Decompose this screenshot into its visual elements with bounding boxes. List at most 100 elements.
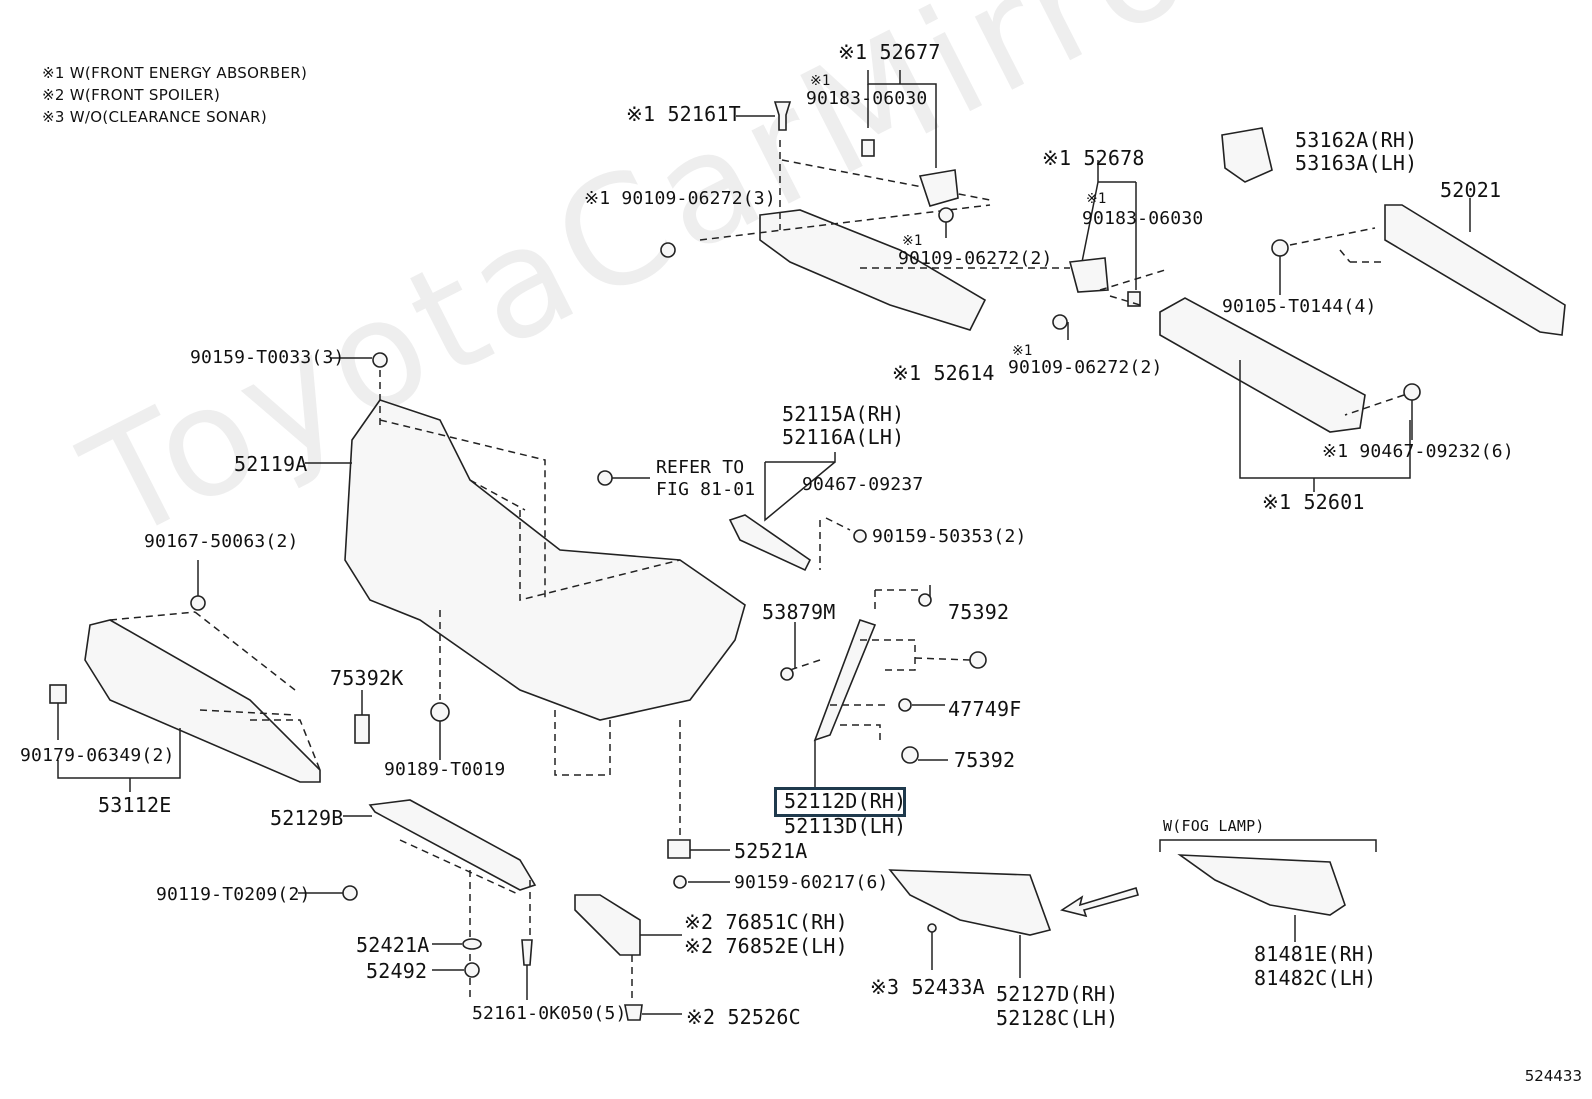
cap-52433A	[927, 923, 937, 933]
label-52521A[interactable]: 52521A	[734, 839, 808, 863]
bolt-90109-a	[660, 242, 676, 258]
reinforcement-52021	[1384, 204, 1566, 336]
label-52119A[interactable]: 52119A	[234, 452, 308, 476]
note-1: ※1 W(FRONT ENERGY ABSORBER)	[42, 64, 308, 82]
bolt-90119	[342, 885, 358, 901]
strip-52112D	[813, 618, 877, 742]
clip-52161	[521, 939, 533, 966]
label-90183a-mark: ※1	[810, 73, 831, 89]
clip-75392-b	[901, 746, 919, 764]
bolt-47749F	[898, 698, 912, 712]
label-53879M[interactable]: 53879M	[762, 600, 836, 624]
label-53162A[interactable]: 53162A(RH)	[1295, 128, 1418, 152]
note-3: ※3 W/O(CLEARANCE SONAR)	[42, 108, 267, 126]
clip-90183-b	[1127, 291, 1141, 307]
clip-90179	[49, 684, 67, 704]
bolt-90109-c	[1052, 314, 1068, 330]
clip-90159-a	[372, 352, 388, 368]
label-76852E[interactable]: ※2 76852E(LH)	[684, 934, 848, 958]
bracket-52677	[918, 169, 959, 207]
clip-52526C	[624, 1004, 643, 1021]
bracket-52678	[1068, 257, 1109, 293]
label-52161-0K050[interactable]: 52161-0K050(5)	[472, 1003, 627, 1024]
label-53112E[interactable]: 53112E	[98, 793, 172, 817]
grille-81481E	[1177, 854, 1346, 916]
label-refer-2[interactable]: FIG 81-01	[656, 479, 756, 500]
bolt-90105	[1271, 239, 1289, 257]
bolt-90167	[190, 595, 206, 611]
label-52677[interactable]: ※1 52677	[838, 40, 941, 64]
label-52021[interactable]: 52021	[1440, 178, 1502, 202]
grille-52127D	[888, 869, 1052, 936]
label-75392K[interactable]: 75392K	[330, 666, 404, 690]
label-47749F[interactable]: 47749F	[948, 697, 1022, 721]
label-52526C[interactable]: ※2 52526C	[686, 1005, 801, 1029]
label-52115A[interactable]: 52115A(RH)	[782, 402, 905, 426]
undercover-52129B	[368, 799, 537, 891]
label-52112D[interactable]: 52112D(RH)	[784, 789, 907, 813]
label-52128C[interactable]: 52128C(LH)	[996, 1006, 1119, 1030]
label-53163A[interactable]: 53163A(LH)	[1295, 151, 1418, 175]
label-90159a[interactable]: 90159-T0033(3)	[190, 347, 345, 368]
label-52678[interactable]: ※1 52678	[1042, 146, 1145, 170]
label-90119[interactable]: 90119-T0209(2)	[156, 884, 311, 905]
label-90105[interactable]: 90105-T0144(4)	[1222, 296, 1377, 317]
note-2: ※2 W(FRONT SPOILER)	[42, 86, 221, 104]
label-90179[interactable]: 90179-06349(2)	[20, 745, 175, 766]
label-52161T[interactable]: ※1 52161T	[626, 102, 741, 126]
label-52116A[interactable]: 52116A(LH)	[782, 425, 905, 449]
label-90189[interactable]: 90189-T0019	[384, 759, 506, 780]
bracket-53162A	[1221, 127, 1273, 183]
label-52127D[interactable]: 52127D(RH)	[996, 982, 1119, 1006]
label-90109a[interactable]: ※1 90109-06272(3)	[584, 188, 776, 209]
label-90159b[interactable]: 90159-50353(2)	[872, 526, 1027, 547]
label-76851C[interactable]: ※2 76851C(RH)	[684, 910, 848, 934]
clip-52161T	[773, 101, 792, 131]
leader-52677	[867, 70, 937, 168]
label-81481E[interactable]: 81481E(RH)	[1254, 942, 1377, 966]
washer-52421A	[462, 938, 482, 950]
label-75392-a[interactable]: 75392	[948, 600, 1010, 624]
refer-clip	[597, 470, 613, 486]
label-52601[interactable]: ※1 52601	[1262, 490, 1365, 514]
label-90183b-mark: ※1	[1086, 191, 1107, 207]
label-90183a[interactable]: 90183-06030	[806, 88, 928, 109]
label-52113D[interactable]: 52113D(LH)	[784, 814, 907, 838]
label-81482C[interactable]: 81482C(LH)	[1254, 966, 1377, 990]
clip-90467-a	[1403, 383, 1421, 401]
clip-75392-top	[918, 593, 932, 607]
label-90159c[interactable]: 90159-60217(6)	[734, 872, 889, 893]
spoiler-end-76851C	[574, 894, 641, 956]
label-90109b[interactable]: 90109-06272(2)	[898, 248, 1053, 269]
bolt-90109-b	[938, 207, 954, 223]
clip-75392-a	[969, 651, 987, 669]
clip-52521A	[667, 839, 691, 859]
label-90467b[interactable]: 90467-09237	[802, 474, 924, 495]
clip-90189	[430, 702, 450, 722]
label-90183b[interactable]: 90183-06030	[1082, 208, 1204, 229]
label-90109c-mark: ※1	[1012, 343, 1033, 359]
bolt-90159-b	[853, 529, 867, 543]
label-52421A[interactable]: 52421A	[356, 933, 430, 957]
clip-75392K	[354, 714, 370, 744]
figure-number: 524433	[1524, 1067, 1582, 1085]
label-52129B[interactable]: 52129B	[270, 806, 344, 830]
label-90109b-mark: ※1	[902, 233, 923, 249]
label-52614[interactable]: ※1 52614	[892, 361, 995, 385]
clip-53879M	[780, 667, 794, 681]
label-52492[interactable]: 52492	[366, 959, 428, 983]
bolt-90159-c	[673, 875, 687, 889]
nut-52492	[464, 962, 480, 978]
absorber-52601	[1159, 297, 1366, 433]
label-fog-lamp: W(FOG LAMP)	[1163, 817, 1265, 835]
label-90109c[interactable]: 90109-06272(2)	[1008, 357, 1163, 378]
label-75392-b[interactable]: 75392	[954, 748, 1016, 772]
highlight-box	[774, 787, 906, 817]
upper-retainer	[759, 209, 987, 331]
label-refer-1[interactable]: REFER TO	[656, 457, 745, 478]
label-90467a[interactable]: ※1 90467-09232(6)	[1322, 441, 1514, 462]
label-52433A[interactable]: ※3 52433A	[870, 975, 985, 999]
label-90167[interactable]: 90167-50063(2)	[144, 531, 299, 552]
